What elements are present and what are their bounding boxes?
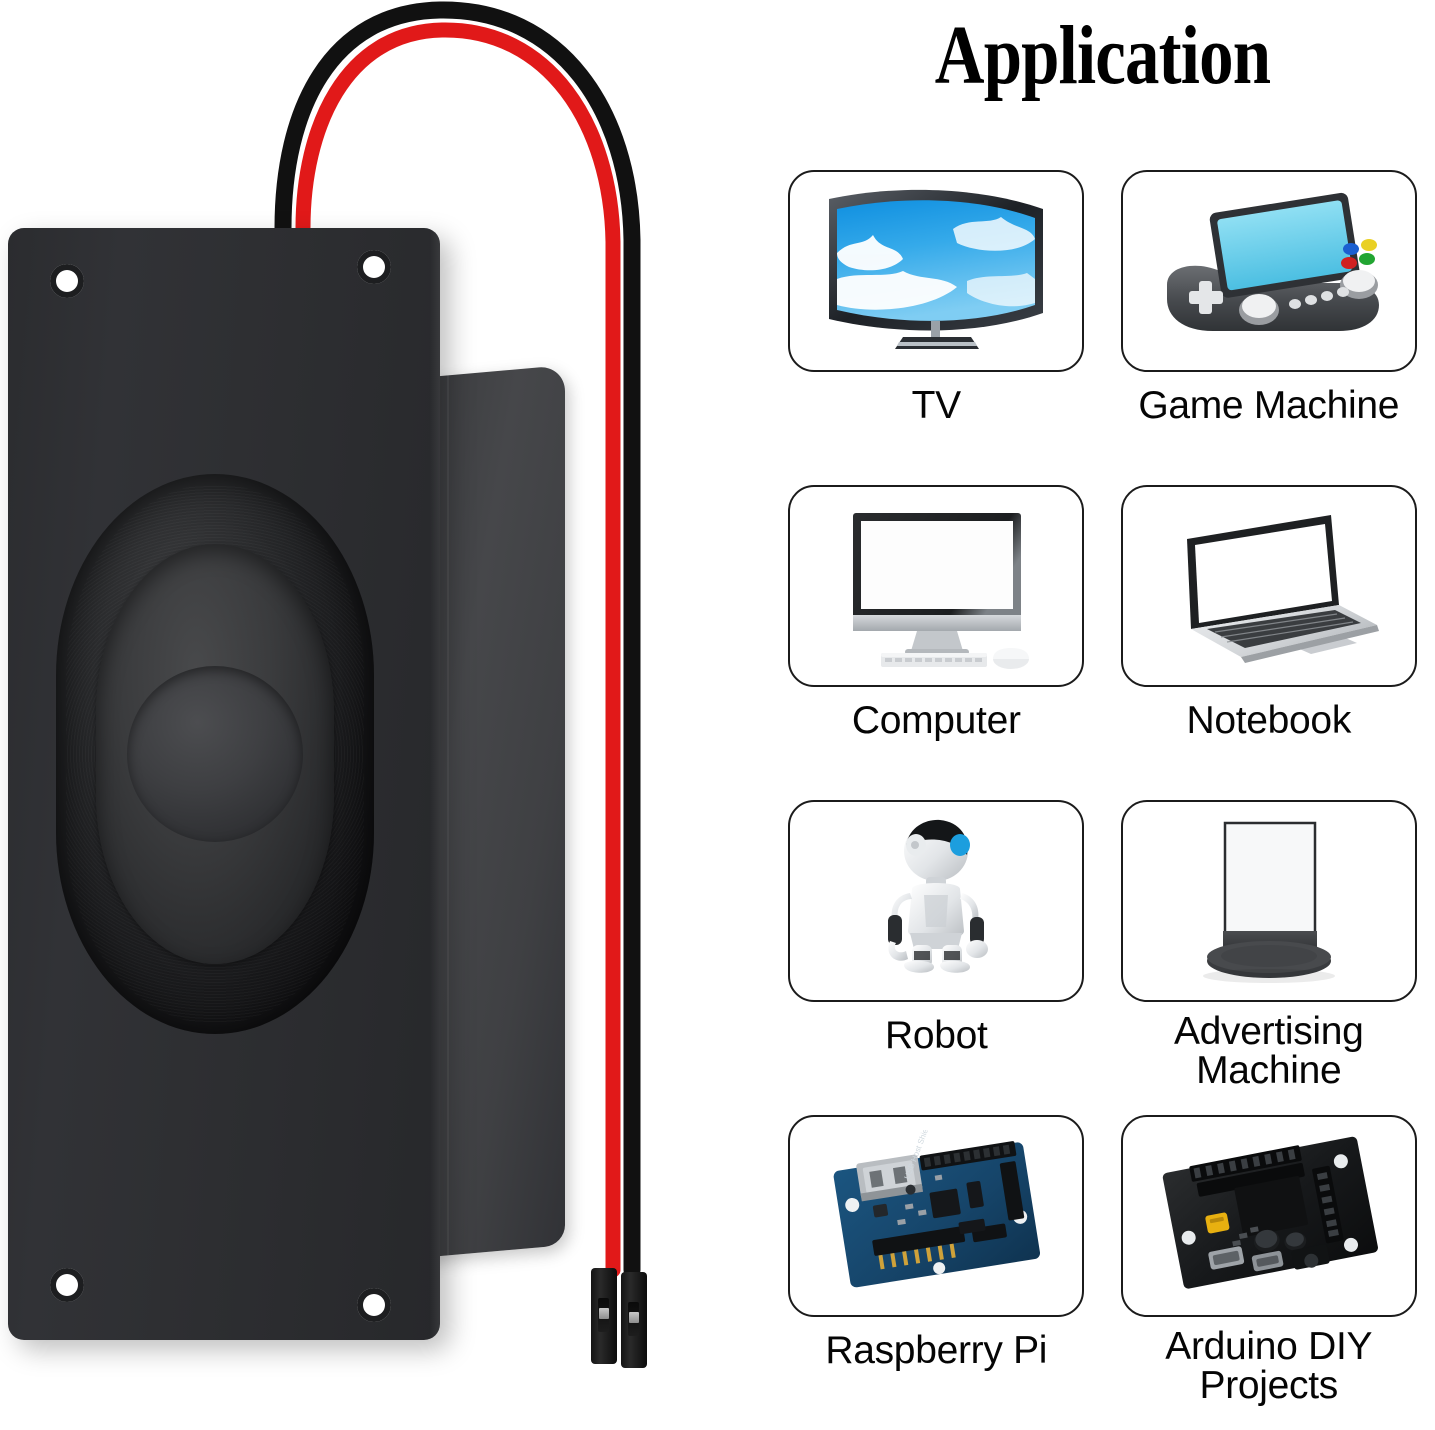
- arduino-expansion-board-icon: [1144, 1130, 1394, 1302]
- application-card-robot: [788, 800, 1084, 1002]
- speaker-faceplate: [8, 228, 440, 1340]
- cone-dust-cap: [127, 666, 303, 842]
- application-label: Arduino DIY Projects: [1165, 1327, 1372, 1405]
- application-item-tv: TV: [770, 170, 1103, 485]
- digital-signage-icon: [1169, 813, 1369, 989]
- application-panel: Application: [770, 0, 1435, 1418]
- dupont-connector-red: [591, 1268, 617, 1364]
- application-item-raspberry-pi: USB Host Shield Raspberry Pi: [770, 1115, 1103, 1430]
- mounting-hole-bottom-left: [50, 1268, 84, 1302]
- dupont-connector-black: [621, 1272, 647, 1368]
- page-title: Application: [830, 14, 1375, 98]
- application-label: Robot: [885, 1016, 988, 1055]
- application-label: Raspberry Pi: [825, 1331, 1047, 1370]
- application-item-advertising-machine: Advertising Machine: [1103, 800, 1435, 1115]
- application-label: Game Machine: [1138, 386, 1399, 425]
- application-item-notebook: Notebook: [1103, 485, 1435, 800]
- mounting-hole-bottom-right: [357, 1288, 391, 1322]
- application-label: Notebook: [1186, 701, 1351, 740]
- mounting-hole-top-left: [50, 264, 84, 298]
- application-label: Computer: [852, 701, 1021, 740]
- application-item-game-machine: Game Machine: [1103, 170, 1435, 485]
- curved-tv-icon: [811, 187, 1061, 355]
- application-label: TV: [912, 386, 961, 425]
- application-card-advertising-machine: [1121, 800, 1417, 1002]
- handheld-console-icon: [1143, 187, 1395, 355]
- product-photo: [0, 0, 770, 1418]
- speaker-cone: [56, 474, 374, 1034]
- desktop-computer-icon: [813, 501, 1059, 671]
- application-card-raspberry-pi: USB Host Shield: [788, 1115, 1084, 1317]
- application-item-computer: Computer: [770, 485, 1103, 800]
- application-item-arduino-diy-projects: Arduino DIY Projects: [1103, 1115, 1435, 1430]
- application-card-computer: [788, 485, 1084, 687]
- mounting-hole-top-right: [357, 250, 391, 284]
- application-label: Advertising Machine: [1174, 1012, 1364, 1090]
- application-card-arduino-diy-projects: [1121, 1115, 1417, 1317]
- application-item-robot: Robot: [770, 800, 1103, 1115]
- application-card-notebook: [1121, 485, 1417, 687]
- humanoid-robot-icon: [836, 815, 1036, 987]
- laptop-icon: [1145, 501, 1393, 671]
- application-card-tv: [788, 170, 1084, 372]
- application-icon-grid: TV: [770, 170, 1435, 1430]
- usb-host-shield-pcb-icon: USB Host Shield: [811, 1130, 1061, 1302]
- application-card-game-machine: [1121, 170, 1417, 372]
